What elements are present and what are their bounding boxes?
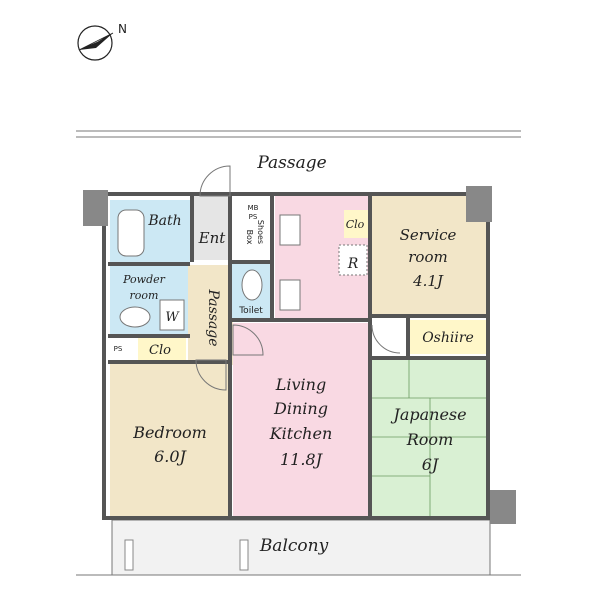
corner-block-right xyxy=(466,186,492,222)
oshiire-closet xyxy=(410,320,488,354)
washbasin xyxy=(119,306,151,328)
ldk-door[interactable] xyxy=(232,324,264,356)
box-label: Box xyxy=(245,230,254,245)
r-label: R xyxy=(347,256,359,272)
service-room-label: Service xyxy=(400,226,457,244)
service-room-label-2: room xyxy=(408,248,447,266)
mb-label: MB xyxy=(248,204,259,212)
compass-circle xyxy=(77,25,113,61)
bedroom-door[interactable] xyxy=(195,359,227,391)
entrance xyxy=(192,196,230,260)
passage-outer-label: Passage xyxy=(256,153,326,173)
ldk-room xyxy=(233,323,370,516)
balcony-unit-center xyxy=(239,539,249,571)
sink xyxy=(279,279,301,311)
ldk-size-label: 11.8J xyxy=(280,450,324,469)
japanese-room xyxy=(370,360,488,516)
oshiire-label: Oshiire xyxy=(422,330,474,346)
bedroom-label: Bedroom xyxy=(132,423,207,442)
walls xyxy=(102,192,490,520)
bedroom-size-label: 6.0J xyxy=(154,447,187,466)
bathtub xyxy=(117,209,145,257)
bath-label: Bath xyxy=(147,213,181,229)
service-room-size: 4.1J xyxy=(412,272,444,290)
japanese-size-label: 6J xyxy=(422,455,440,474)
dining-label: Dining xyxy=(273,399,328,418)
japanese-label: Japanese xyxy=(390,405,466,424)
fridge-space xyxy=(338,244,368,276)
washer-space xyxy=(159,299,185,331)
powder-room-label-2: room xyxy=(130,289,159,302)
corner-block-bottom-right xyxy=(490,490,516,524)
compass: N xyxy=(77,22,127,61)
entrance-door[interactable] xyxy=(199,165,231,197)
balcony-unit-left xyxy=(124,539,134,571)
ps-label: PS xyxy=(249,213,258,221)
shoes-label: Shoes xyxy=(256,220,265,244)
ent-label: Ent xyxy=(198,229,227,247)
ps-bedroom-label: PS xyxy=(114,345,123,353)
bedroom xyxy=(110,362,228,516)
corner-block-left xyxy=(83,190,108,226)
powder-room-label: Powder xyxy=(122,273,166,286)
compass-needle-light xyxy=(78,32,114,51)
toilet-bowl xyxy=(241,269,263,301)
clo-closet-kitchen xyxy=(344,210,368,238)
washer-label: W xyxy=(165,310,180,325)
japanese-room-label: Room xyxy=(406,430,453,449)
stove xyxy=(279,214,301,246)
toilet-label: Toilet xyxy=(238,306,263,316)
tatami-grid xyxy=(370,360,488,516)
living-label: Living xyxy=(275,375,326,394)
balcony-label: Balcony xyxy=(259,536,329,556)
compass-north-letter: N xyxy=(118,22,127,36)
clo-kitchen-label: Clo xyxy=(346,218,365,231)
service-door[interactable] xyxy=(371,324,401,354)
clo-bedroom-label: Clo xyxy=(149,343,171,358)
clo-closet-bedroom xyxy=(138,337,186,361)
inner-passage xyxy=(188,265,233,365)
inner-passage-label: Passage xyxy=(205,288,221,346)
kitchen-label: Kitchen xyxy=(269,424,333,443)
